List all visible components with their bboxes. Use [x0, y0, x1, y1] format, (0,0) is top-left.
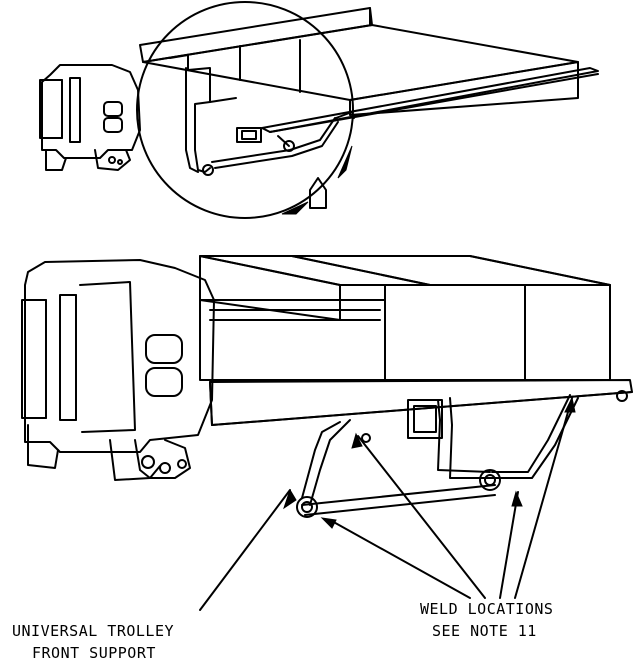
arrow-weld-4	[564, 396, 576, 413]
overview-beam	[139, 7, 599, 133]
detail-trolley-wheels	[134, 439, 191, 479]
callout-labels: UNIVERSAL TROLLEY FRONT SUPPORT WELD LOC…	[12, 600, 553, 662]
trolley-label-line2: FRONT SUPPORT	[32, 644, 156, 662]
weld-label-line1: WELD LOCATIONS	[420, 600, 553, 618]
weld-label-line2: SEE NOTE 11	[432, 622, 537, 640]
overview-bracket	[169, 54, 262, 173]
arrow-weld-2	[351, 432, 363, 449]
detail-beam	[199, 255, 611, 381]
detail-view	[21, 255, 633, 611]
overview-view	[39, 1, 599, 219]
detail-circle	[136, 1, 354, 219]
detail-support-rod	[296, 390, 628, 518]
detail-square-tube	[407, 399, 443, 439]
detail-trolley-body	[21, 259, 215, 481]
arrow-weld-3	[511, 490, 523, 507]
view-direction-indicator	[309, 177, 327, 209]
detail-arrow-right	[337, 145, 353, 179]
arrowheads	[281, 145, 576, 529]
overview-trolley-body	[39, 64, 141, 171]
arrow-weld-1	[320, 517, 337, 529]
trolley-label-line1: UNIVERSAL TROLLEY	[12, 622, 174, 640]
arrow-trolley-leader	[283, 488, 297, 510]
overview-support-rod	[202, 111, 355, 176]
leader-lines	[199, 397, 573, 611]
detail-arrow-left	[281, 201, 309, 215]
